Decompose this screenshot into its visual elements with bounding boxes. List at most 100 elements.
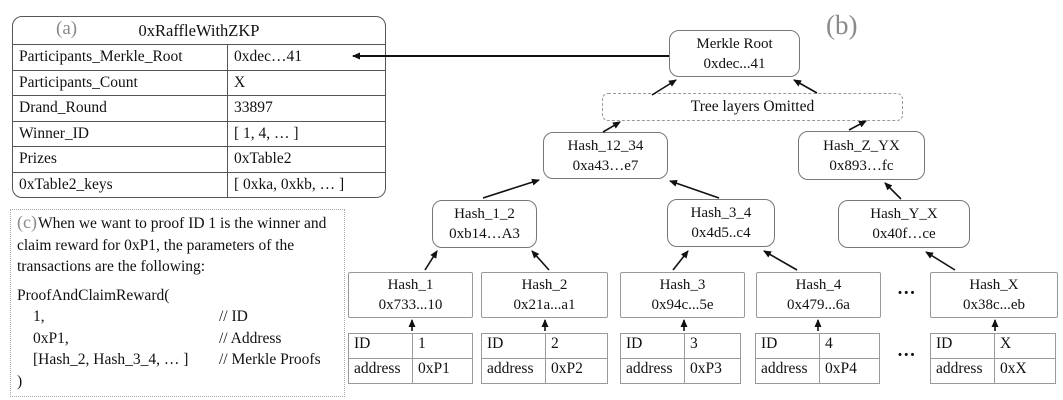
node-hash: 0x479...6a (787, 297, 850, 313)
panel-a-label: (a) (56, 18, 78, 39)
param-value: [Hash_2, Hash_3_4, … ] (33, 351, 189, 368)
id-label: ID (756, 334, 820, 358)
table-row: 0xTable2_keys [ 0xka, 0xkb, … ] (13, 172, 385, 197)
address-label: address (931, 359, 995, 383)
row-value: 33897 (234, 99, 273, 117)
node-title: Tree layers Omitted (690, 98, 815, 115)
table-row: Drand_Round 33897 (13, 96, 385, 122)
node-title: Hash_3_4 (690, 205, 752, 221)
id-row: ID 4 (756, 334, 879, 359)
id-value: 1 (418, 335, 426, 352)
address-row: address 0xX (931, 359, 1055, 383)
node-title: Hash_1_2 (454, 206, 515, 222)
address-row: address 0xP1 (349, 359, 472, 383)
id-label: ID (621, 334, 685, 358)
arrow-connector (669, 179, 720, 199)
node-hash: 0x893…fc (829, 157, 894, 174)
row-value: [ 0xka, 0xkb, … ] (234, 175, 345, 193)
param-comment: // Merkle Proofs (219, 351, 321, 368)
function-open: ProofAndClaimReward( (17, 286, 170, 304)
node-hash: 0x733...10 (378, 297, 443, 313)
id-label: ID (931, 334, 995, 358)
address-label: address (621, 359, 685, 383)
node-hash: 0xdec...41 (703, 55, 766, 72)
node-hash: 0x38c...eb (962, 297, 1026, 313)
node-title: Hash_2 (521, 277, 568, 293)
address-value: 0xP2 (551, 360, 583, 377)
panel-b-label: (b) (826, 10, 858, 40)
node-hash-4: Hash_4 0x479...6a (756, 272, 881, 318)
node-hash: 0x4d5..c4 (691, 225, 751, 241)
node-hash-x: Hash_X 0x38c...eb (930, 272, 1058, 318)
id-label: ID (349, 334, 413, 358)
node-hash: 0xa43…e7 (572, 157, 639, 174)
arrow-connector (793, 79, 818, 94)
id-value: X (1000, 335, 1012, 352)
row-value: 0xdec…41 (234, 48, 303, 66)
param-line: [Hash_2, Hash_3_4, … ] // Merkle Proofs (17, 349, 338, 371)
ellipsis-hash-row: ... (897, 278, 917, 299)
participant-table-1: ID 1 address 0xP1 (348, 333, 473, 384)
participant-table-2: ID 2 address 0xP2 (481, 333, 608, 384)
node-hash-12-34: Hash_12_34 0xa43…e7 (543, 132, 668, 179)
node-title: Hash_X (969, 277, 1019, 293)
param-value: 1, (33, 308, 45, 325)
node-hash-z-yx: Hash_Z_YX 0x893…fc (798, 131, 925, 180)
address-value: 0xP3 (690, 360, 722, 377)
row-value: [ 1, 4, … ] (234, 124, 299, 142)
id-label: ID (482, 334, 546, 358)
arrow-connector (848, 120, 867, 131)
param-comment: // Address (219, 329, 282, 347)
arrow-connector (672, 250, 689, 271)
node-hash-3: Hash_3 0x94c...5e (620, 272, 745, 318)
node-hash-y-x: Hash_Y_X 0x40f…ce (838, 200, 970, 248)
address-row: address 0xP4 (756, 359, 879, 383)
arrow-connector (925, 251, 956, 271)
claim-call-snippet: ProofAndClaimReward( 1, // ID 0xP1, // A… (17, 285, 338, 393)
id-row: ID X (931, 334, 1055, 359)
id-value: 2 (551, 335, 559, 352)
arrow-connector (602, 121, 621, 133)
arrow-connector (482, 178, 540, 199)
row-key: Drand_Round (13, 96, 228, 121)
function-close: ) (17, 372, 23, 390)
row-key: 0xTable2_keys (13, 172, 228, 197)
ellipsis-table-row: ... (897, 340, 917, 361)
node-title: Hash_Z_YX (823, 137, 900, 154)
node-hash: 0x21a...a1 (513, 297, 576, 313)
node-title: Hash_Y_X (870, 206, 938, 222)
address-value: 0xP1 (418, 360, 450, 377)
row-value: X (234, 73, 246, 91)
table-row: Participants_Count X (13, 70, 385, 96)
note-intro-text: When we want to proof ID 1 is the winner… (17, 215, 327, 275)
node-hash-1-2: Hash_1_2 0xb14…A3 (432, 200, 537, 248)
address-value: 0xP4 (825, 360, 857, 377)
id-value: 3 (690, 335, 698, 352)
participant-table-x: ID X address 0xX (930, 333, 1056, 384)
table-row: Winner_ID [ 1, 4, … ] (13, 121, 385, 147)
address-label: address (482, 359, 546, 383)
node-hash-3-4: Hash_3_4 0x4d5..c4 (667, 199, 775, 247)
contract-table-header: (a) 0xRaffleWithZKP (13, 17, 385, 45)
param-comment: // ID (219, 308, 248, 325)
table-row: Participants_Merkle_Root 0xdec…41 (13, 45, 385, 71)
address-row: address 0xP2 (482, 359, 607, 383)
node-hash: 0xb14…A3 (449, 226, 520, 242)
contract-state-table: (a) 0xRaffleWithZKP Participants_Merkle_… (12, 16, 386, 198)
node-title: Hash_1 (387, 277, 434, 293)
node-title: Merkle Root (696, 35, 773, 52)
row-key: Prizes (13, 147, 228, 172)
arrow-connector (531, 250, 550, 271)
node-merkle-root: Merkle Root 0xdec...41 (669, 30, 800, 77)
node-tree-layers-omitted: Tree layers Omitted (602, 93, 903, 121)
arrow-connector (763, 250, 798, 271)
panel-c-label: (c) (17, 212, 37, 232)
contract-address-title: 0xRaffleWithZKP (138, 20, 260, 40)
node-hash: 0x94c...5e (651, 297, 714, 313)
arrow-connector (884, 182, 902, 200)
table-row: Prizes 0xTable2 (13, 147, 385, 173)
node-title: Hash_3 (659, 277, 706, 293)
note-intro: (c)When we want to proof ID 1 is the win… (17, 212, 338, 278)
id-row: ID 2 (482, 334, 607, 359)
